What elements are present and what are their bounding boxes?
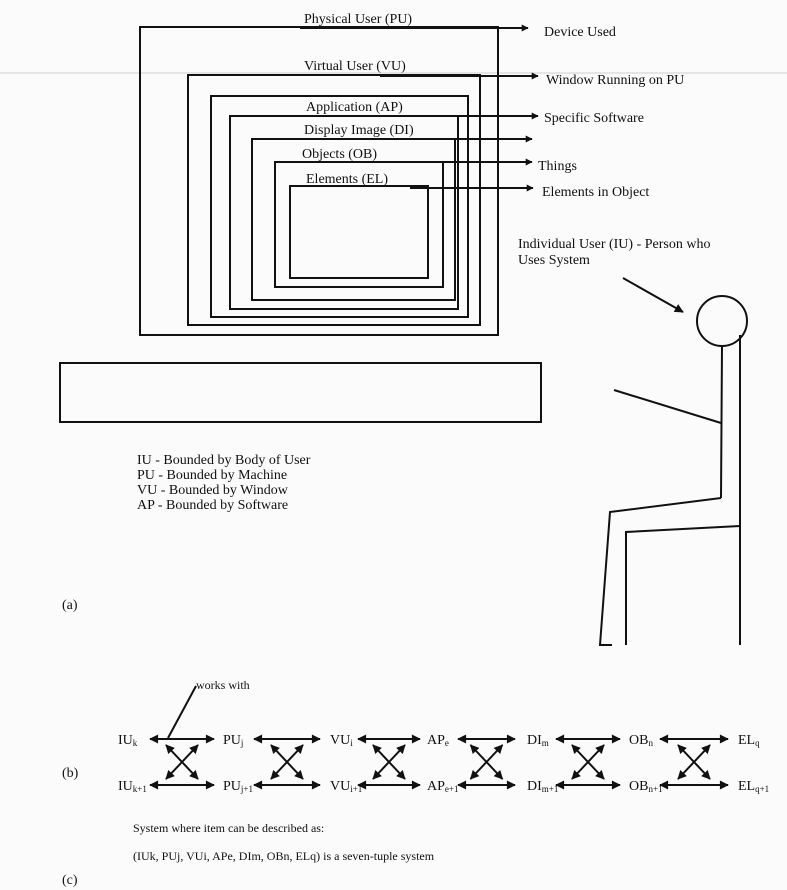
top-node-6-sub: q	[755, 738, 760, 748]
bottom-node-4-sub: m+1	[542, 784, 559, 794]
panel-label-c: (c)	[62, 873, 78, 888]
top-node-6-base: EL	[738, 733, 755, 748]
bottom-node-1: PUj+1	[223, 779, 253, 794]
top-node-5-base: OB	[629, 733, 648, 748]
layer-note-4: Things	[538, 159, 577, 174]
layer-label-2: Application (AP)	[306, 100, 403, 115]
top-node-6: ELq	[738, 733, 760, 748]
top-node-3-base: AP	[427, 733, 445, 748]
bottom-node-3-sub: e+1	[445, 784, 459, 794]
layer-label-0: Physical User (PU)	[304, 12, 412, 27]
bounds-vu: VU - Bounded by Window	[137, 483, 289, 498]
bounds-pu: PU - Bounded by Machine	[137, 468, 287, 483]
panel-label-a: (a)	[62, 598, 78, 613]
layer-note-1: Window Running on PU	[546, 73, 684, 88]
bottom-node-5: OBn+1	[629, 779, 663, 794]
keyboard-slab	[60, 363, 541, 422]
bounds-ap: AP - Bounded by Software	[137, 498, 288, 513]
bottom-node-4: DIm+1	[527, 779, 558, 794]
bottom-node-5-base: OB	[629, 779, 648, 794]
ap-box	[230, 116, 458, 309]
panel-label-b: (b)	[62, 766, 79, 781]
bottom-node-6: ELq+1	[738, 779, 769, 794]
layer-label-1: Virtual User (VU)	[304, 59, 406, 74]
person-arm	[614, 390, 721, 423]
bottom-node-6-base: EL	[738, 779, 755, 794]
individual-user-line1: Individual User (IU) - Person who	[518, 237, 710, 252]
top-node-4-base: DI	[527, 733, 542, 748]
top-node-4: DIm	[527, 733, 549, 748]
bottom-node-3: APe+1	[427, 779, 458, 794]
person-leg	[600, 498, 721, 645]
top-node-5-sub: n	[648, 738, 653, 748]
layer-label-5: Elements (EL)	[306, 172, 388, 187]
bottom-node-1-base: PU	[223, 779, 241, 794]
top-node-2-sub: i	[350, 738, 353, 748]
el-box	[290, 186, 428, 278]
layer-note-0: Device Used	[544, 25, 616, 40]
layer-note-2: Specific Software	[544, 111, 644, 126]
bottom-node-2: VUi+1	[330, 779, 362, 794]
seated-person-figure	[600, 296, 747, 645]
chair-seat	[626, 526, 740, 645]
bottom-node-4-base: DI	[527, 779, 542, 794]
bottom-node-0-sub: k+1	[133, 784, 147, 794]
bottom-node-3-base: AP	[427, 779, 445, 794]
top-node-3: APe	[427, 733, 449, 748]
bottom-node-0-base: IU	[118, 779, 133, 794]
top-node-4-sub: m	[542, 738, 549, 748]
individual-user-line2: Uses System	[518, 253, 590, 268]
top-node-1: PUj	[223, 733, 243, 748]
top-node-1-sub: j	[240, 738, 244, 748]
works-with-label: works with	[196, 678, 250, 692]
top-node-0-sub: k	[133, 738, 138, 748]
top-node-5: OBn	[629, 733, 653, 748]
layer-note-5: Elements in Object	[542, 185, 649, 200]
bounds-iu: IU - Bounded by Body of User	[137, 453, 311, 468]
bottom-node-0: IUk+1	[118, 779, 147, 794]
top-node-2: VUi	[330, 733, 353, 748]
layer-label-3: Display Image (DI)	[304, 123, 414, 138]
top-node-0-base: IU	[118, 733, 133, 748]
di-box	[252, 139, 455, 300]
seven-tuple-statement: (IUk, PUj, VUi, APe, DIm, OBn, ELq) is a…	[133, 849, 435, 863]
top-node-0: IUk	[118, 733, 138, 748]
top-node-1-base: PU	[223, 733, 241, 748]
top-node-3-sub: e	[445, 738, 449, 748]
tuple-chain: IUkIUk+1PUjPUj+1VUiVUi+1APeAPe+1DImDIm+1…	[118, 733, 769, 794]
bottom-node-1-sub: j+1	[240, 784, 253, 794]
bottom-node-2-base: VU	[330, 779, 350, 794]
bottom-node-6-sub: q+1	[755, 784, 769, 794]
works-with-pointer	[168, 686, 196, 738]
user-pointer-arrow	[623, 278, 683, 312]
top-node-2-base: VU	[330, 733, 350, 748]
system-description: System where item can be described as:	[133, 821, 324, 835]
layer-label-4: Objects (OB)	[302, 147, 377, 162]
